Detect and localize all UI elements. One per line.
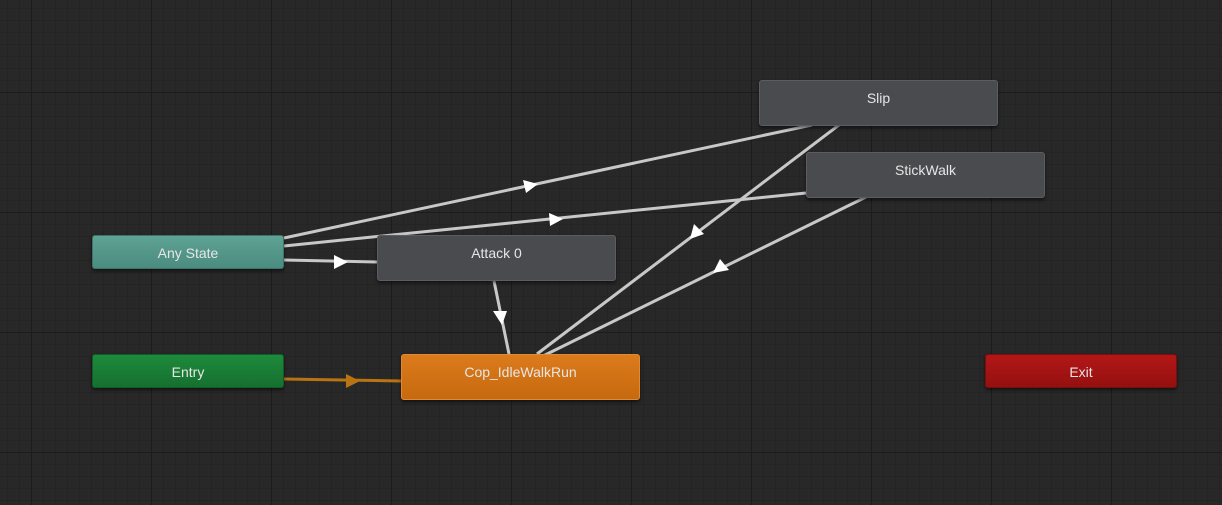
transition-cop-to-slip[interactable] <box>536 123 840 356</box>
transition-anystate-to-attack[interactable] <box>283 255 378 269</box>
state-label: Entry <box>171 364 205 380</box>
transition-anystate-to-stickwalk[interactable] <box>283 191 807 248</box>
transition-arrow-icon <box>690 224 704 239</box>
state-label: Exit <box>1069 364 1093 380</box>
state-label: Slip <box>866 90 891 106</box>
state-node-entry[interactable]: Entry <box>92 354 284 388</box>
transition-attack-to-cop[interactable] <box>492 280 511 355</box>
state-label: Attack 0 <box>471 245 522 261</box>
state-label: Cop_IdleWalkRun <box>464 364 577 380</box>
transition-arrow-icon <box>334 255 348 269</box>
state-node-stickwalk[interactable]: StickWalk <box>806 152 1045 198</box>
state-label: Any State <box>157 245 219 261</box>
transition-arrow-icon <box>549 213 563 226</box>
transition-arrow-icon <box>523 180 538 193</box>
transition-arrow-icon <box>713 259 729 273</box>
state-label: StickWalk <box>895 162 956 178</box>
state-node-cop-idlewalkrun[interactable]: Cop_IdleWalkRun <box>401 354 640 400</box>
transition-arrow-icon <box>493 311 507 325</box>
transition-entry-to-cop[interactable] <box>283 374 402 388</box>
state-node-exit[interactable]: Exit <box>985 354 1177 388</box>
state-node-any-state[interactable]: Any State <box>92 235 284 269</box>
state-node-slip[interactable]: Slip <box>759 80 998 126</box>
state-node-attack-0[interactable]: Attack 0 <box>377 235 616 281</box>
transition-anystate-to-slip[interactable] <box>283 123 813 240</box>
transition-cop-to-stickwalk[interactable] <box>542 195 867 358</box>
transition-arrow-icon <box>346 374 360 388</box>
